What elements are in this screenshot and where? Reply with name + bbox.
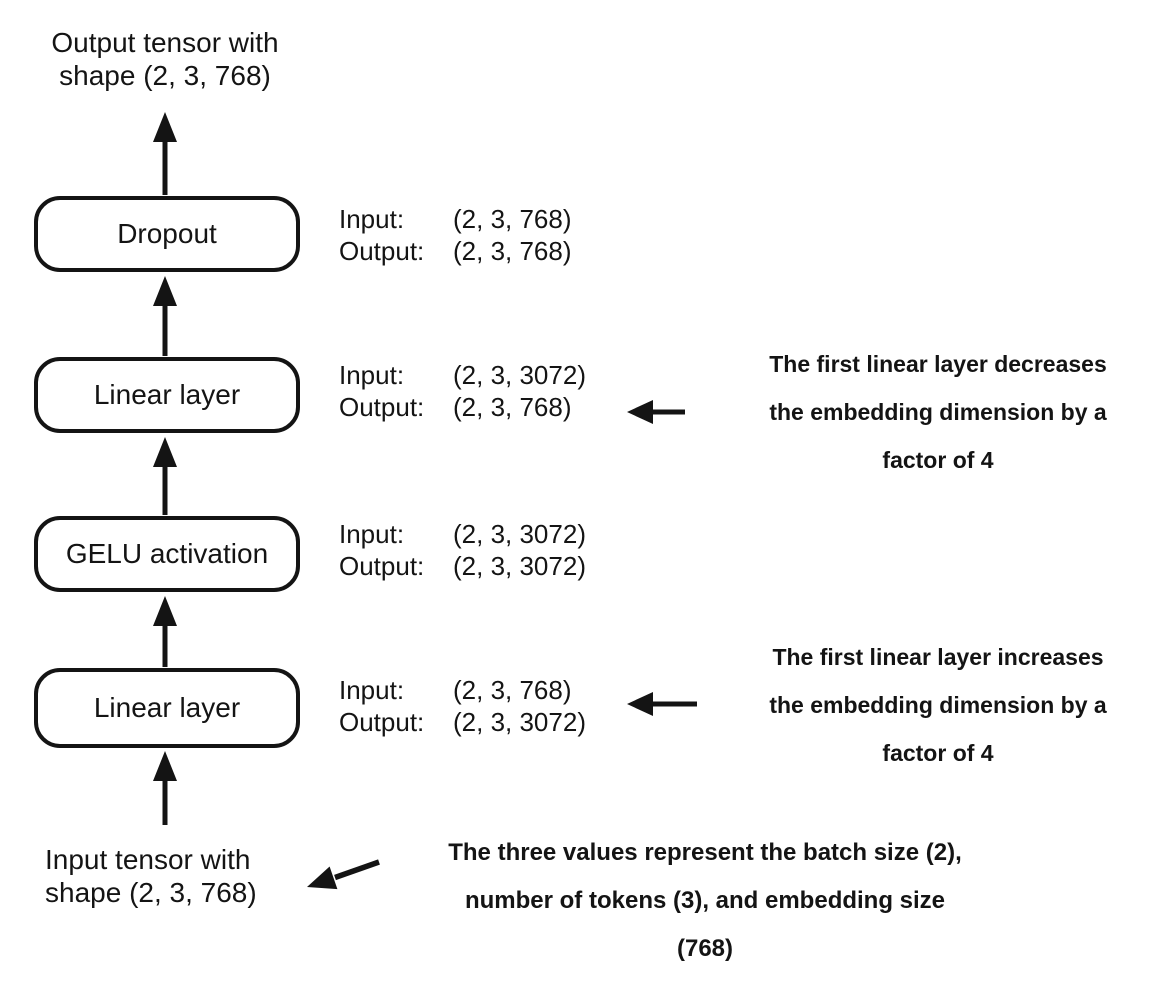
gelu-activation-label: GELU activation — [65, 538, 269, 569]
callout-line: (768) — [676, 935, 734, 962]
arrow-up-icon — [153, 276, 177, 356]
decrease-dimension-callout: The first linear layer decreases the emb… — [723, 340, 1153, 484]
second-linear-layer-label: Linear layer — [93, 379, 241, 410]
arrow-up-icon — [153, 112, 177, 195]
callout-line: the embedding dimension by a — [769, 692, 1107, 718]
io-output-label: Output: — [339, 392, 425, 422]
input-tensor-label: Input tensor with shape (2, 3, 768) — [45, 843, 257, 909]
arrow-left-icon — [627, 400, 685, 424]
dropout-layer-label: Dropout — [117, 218, 217, 249]
io-input-row: Input: (2, 3, 768) — [339, 674, 586, 706]
io-output-value: (2, 3, 768) — [453, 392, 572, 422]
io-input-row: Input: (2, 3, 3072) — [339, 359, 586, 391]
io-input-label: Input: — [339, 360, 405, 390]
io-input-label: Input: — [339, 204, 405, 234]
second-linear-io-shapes: Input: (2, 3, 3072) Output: (2, 3, 768) — [339, 359, 586, 423]
io-input-value: (2, 3, 3072) — [453, 360, 586, 390]
io-input-label: Input: — [339, 675, 405, 705]
io-output-value: (2, 3, 3072) — [453, 551, 586, 581]
callout-line: number of tokens (3), and embedding size — [464, 887, 946, 914]
callout-line: factor of 4 — [882, 447, 994, 473]
io-input-row: Input: (2, 3, 768) — [339, 203, 572, 235]
io-input-row: Input: (2, 3, 3072) — [339, 518, 586, 550]
first-linear-io-shapes: Input: (2, 3, 768) Output: (2, 3, 3072) — [339, 674, 586, 738]
io-output-value: (2, 3, 768) — [453, 236, 572, 266]
io-output-row: Output: (2, 3, 3072) — [339, 706, 586, 738]
second-linear-layer-box: Linear layer — [34, 357, 300, 433]
io-input-value: (2, 3, 3072) — [453, 519, 586, 549]
gelu-activation-box: GELU activation — [34, 516, 300, 592]
io-input-label: Input: — [339, 519, 405, 549]
callout-line: The three values represent the batch siz… — [448, 839, 962, 866]
first-linear-layer-box: Linear layer — [34, 668, 300, 748]
increase-dimension-callout: The first linear layer increases the emb… — [723, 633, 1153, 777]
callout-line: The first linear layer decreases — [769, 351, 1107, 377]
callout-line: the embedding dimension by a — [769, 399, 1107, 425]
callout-line: The first linear layer increases — [772, 644, 1104, 670]
output-tensor-label: Output tensor with shape (2, 3, 768) — [34, 26, 296, 92]
io-output-label: Output: — [339, 551, 425, 581]
io-output-row: Output: (2, 3, 3072) — [339, 550, 586, 582]
output-tensor-label-line1: Output tensor with — [51, 27, 279, 58]
io-output-label: Output: — [339, 707, 425, 737]
arrow-up-icon — [153, 596, 177, 667]
dropout-io-shapes: Input: (2, 3, 768) Output: (2, 3, 768) — [339, 203, 572, 267]
dropout-layer-box: Dropout — [34, 196, 300, 272]
first-linear-layer-label: Linear layer — [93, 692, 241, 723]
arrow-left-icon — [627, 692, 697, 716]
gelu-io-shapes: Input: (2, 3, 3072) Output: (2, 3, 3072) — [339, 518, 586, 582]
tensor-shape-explanation-callout: The three values represent the batch siz… — [385, 829, 1025, 973]
arrow-up-icon — [153, 437, 177, 515]
io-input-value: (2, 3, 768) — [453, 204, 572, 234]
io-input-value: (2, 3, 768) — [453, 675, 572, 705]
input-tensor-label-line2: shape (2, 3, 768) — [45, 877, 257, 908]
arrow-up-icon — [153, 751, 177, 825]
input-tensor-label-line1: Input tensor with — [45, 844, 251, 875]
output-tensor-label-line2: shape (2, 3, 768) — [59, 60, 271, 91]
callout-line: factor of 4 — [882, 740, 994, 766]
io-output-label: Output: — [339, 236, 425, 266]
io-output-row: Output: (2, 3, 768) — [339, 235, 572, 267]
io-output-row: Output: (2, 3, 768) — [339, 391, 586, 423]
io-output-value: (2, 3, 3072) — [453, 707, 586, 737]
arrow-down-left-icon — [307, 859, 380, 890]
